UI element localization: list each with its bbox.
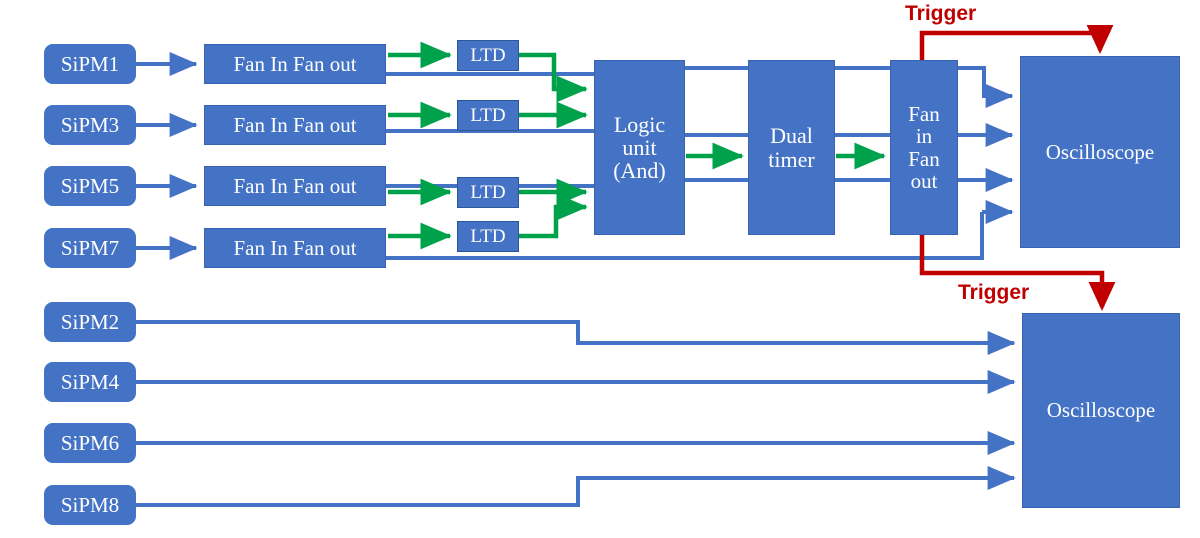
sipm-box-6-label: SiPM6 xyxy=(60,430,120,455)
sipm-box-2[interactable]: SiPM2 xyxy=(44,302,136,342)
sipm-box-5-label: SiPM5 xyxy=(60,173,120,198)
trigger-wires xyxy=(919,24,1116,312)
ltd-box-1-label: LTD xyxy=(470,44,506,66)
sipm-box-1[interactable]: SiPM1 xyxy=(44,44,136,84)
logic-unit-line-3: (And) xyxy=(613,158,666,184)
dual-timer-line-2: timer xyxy=(768,146,815,172)
fan-in-fan-out-vertical-line-1: Fan xyxy=(908,102,940,127)
fan-in-fan-out-box-4[interactable]: Fan In Fan out xyxy=(204,228,386,268)
dual-timer-box[interactable]: Dual timer xyxy=(748,60,835,235)
dualtimer-to-fanout-wires xyxy=(835,66,894,182)
ltd-box-3[interactable]: LTD xyxy=(457,177,519,208)
sipm-box-3[interactable]: SiPM3 xyxy=(44,105,136,145)
logic-unit-line-1: Logic xyxy=(613,111,666,137)
sipm-box-4[interactable]: SiPM4 xyxy=(44,362,136,402)
sipm-box-7-label: SiPM7 xyxy=(60,235,120,260)
ltd-box-2-label: LTD xyxy=(470,104,506,126)
sipm-to-fifo-wires xyxy=(136,52,198,260)
dual-timer-line-1: Dual xyxy=(770,123,813,149)
sipm-bottom-to-scope-wires xyxy=(136,320,1016,507)
sipm-box-4-label: SiPM4 xyxy=(60,369,120,394)
fan-in-fan-out-box-2-label: Fan In Fan out xyxy=(233,112,357,137)
sipm-box-5[interactable]: SiPM5 xyxy=(44,166,136,206)
fan-in-fan-out-box-2[interactable]: Fan In Fan out xyxy=(204,105,386,145)
trigger-label-bottom: Trigger xyxy=(958,281,1030,304)
fan-in-fan-out-vertical-line-4: out xyxy=(910,168,938,193)
oscilloscope-bottom-box[interactable]: Oscilloscope xyxy=(1022,313,1180,508)
sipm-box-7[interactable]: SiPM7 xyxy=(44,228,136,268)
sipm-box-2-label: SiPM2 xyxy=(60,309,120,334)
fan-in-fan-out-box-3[interactable]: Fan In Fan out xyxy=(204,166,386,206)
logic-unit-line-2: unit xyxy=(622,134,657,160)
fan-in-fan-out-vertical-box[interactable]: Fan in Fan out xyxy=(890,60,958,235)
logic-unit-box[interactable]: Logic unit (And) xyxy=(594,60,685,235)
fan-in-fan-out-box-1-label: Fan In Fan out xyxy=(233,51,357,76)
sipm-box-1-label: SiPM1 xyxy=(60,51,120,76)
sipm-box-8[interactable]: SiPM8 xyxy=(44,485,136,525)
fan-in-fan-out-box-1[interactable]: Fan In Fan out xyxy=(204,44,386,84)
sipm-box-3-label: SiPM3 xyxy=(60,112,120,137)
fan-in-fan-out-box-3-label: Fan In Fan out xyxy=(233,173,357,198)
fan-in-fan-out-vertical-line-3: Fan xyxy=(908,146,940,171)
ltd-box-2[interactable]: LTD xyxy=(457,100,519,131)
fan-in-fan-out-box-4-label: Fan In Fan out xyxy=(233,235,357,260)
sipm-box-8-label: SiPM8 xyxy=(60,492,120,517)
ltd-box-3-label: LTD xyxy=(470,181,506,203)
ltd-box-4-label: LTD xyxy=(470,225,506,247)
ltd-to-logic-wires xyxy=(519,52,588,239)
fan-in-fan-out-vertical-line-2: in xyxy=(915,124,933,149)
oscilloscope-top-label: Oscilloscope xyxy=(1045,139,1155,164)
oscilloscope-top-box[interactable]: Oscilloscope xyxy=(1020,56,1180,248)
logic-to-dualtimer-wires xyxy=(685,66,752,182)
ltd-box-4[interactable]: LTD xyxy=(457,221,519,252)
ltd-box-1[interactable]: LTD xyxy=(457,40,519,71)
fanout-to-scope-top-wires xyxy=(958,66,1014,224)
trigger-label-top: Trigger xyxy=(905,2,977,25)
oscilloscope-bottom-label: Oscilloscope xyxy=(1046,398,1156,423)
fifo-to-ltd-wires xyxy=(388,41,452,250)
sipm-box-6[interactable]: SiPM6 xyxy=(44,423,136,463)
